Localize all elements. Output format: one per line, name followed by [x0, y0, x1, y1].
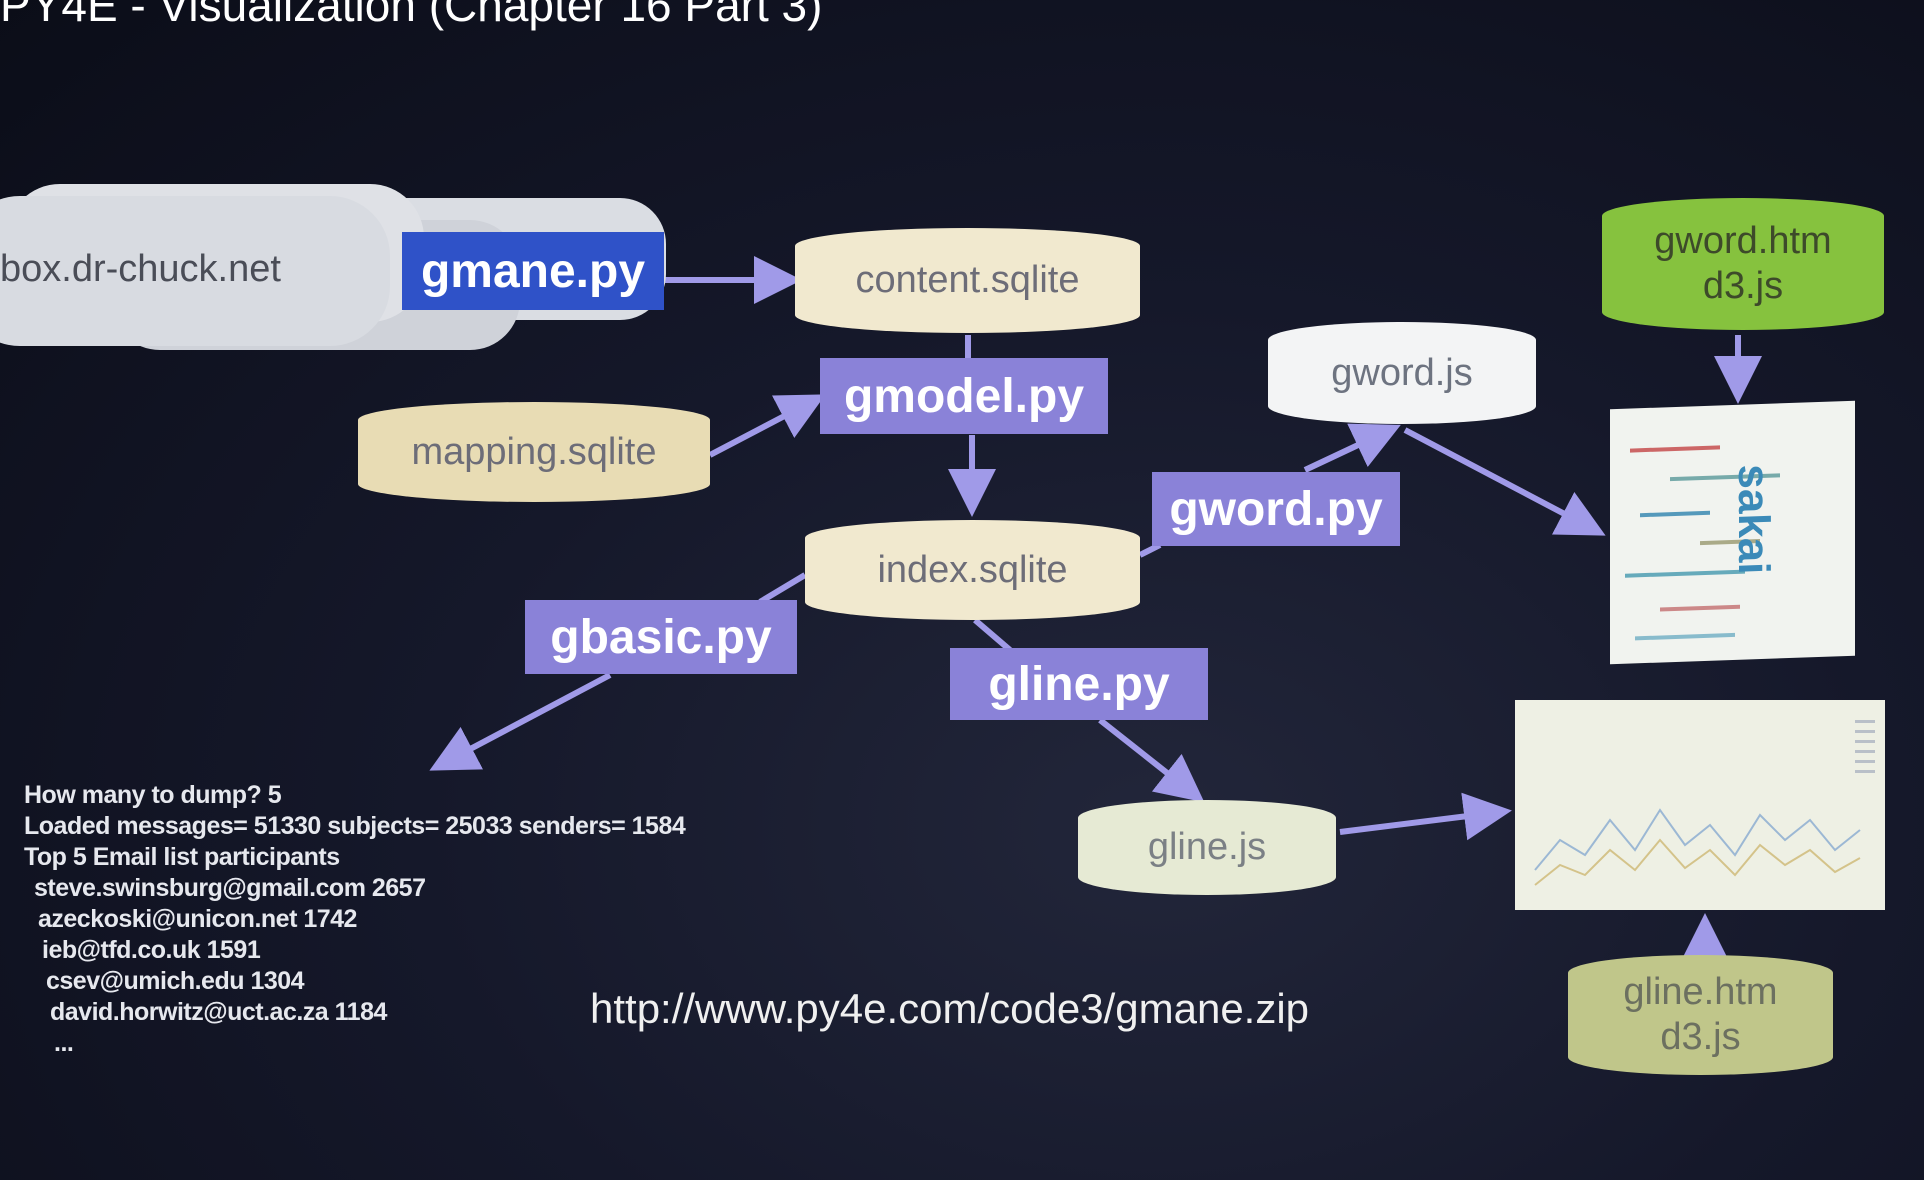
gline-js-file: gline.js — [1078, 800, 1336, 895]
gword-htm-file: gword.htm d3.js — [1602, 198, 1884, 330]
arrow-mapping-to-gmodel — [708, 394, 826, 458]
console-line: steve.swinsburg@gmail.com 2657 — [34, 874, 426, 902]
console-line: ... — [54, 1029, 74, 1057]
index-database: index.sqlite — [805, 520, 1140, 620]
mailbox-cloud: box.dr-chuck.net — [0, 196, 390, 346]
gbasic-script: gbasic.py — [525, 600, 797, 674]
console-line: ieb@tfd.co.uk 1591 — [42, 936, 261, 964]
console-line: csev@umich.edu 1304 — [46, 967, 305, 995]
gmodel-script: gmodel.py — [820, 358, 1108, 434]
gline-htm-file: gline.htm d3.js — [1568, 955, 1833, 1075]
word-cloud-word: sakai — [1729, 463, 1778, 576]
cloud-label: box.dr-chuck.net — [0, 248, 281, 290]
arrow-index-to-gline — [973, 617, 1012, 653]
console-line: david.horwitz@uct.ac.za 1184 — [50, 998, 387, 1026]
arrow-gword-to-gwordjs — [1303, 423, 1401, 473]
mapping-database: mapping.sqlite — [358, 402, 710, 502]
arrow-gwordjs-to-wordcloud — [1403, 427, 1606, 536]
gline-script: gline.py — [950, 648, 1208, 720]
download-link[interactable]: http://www.py4e.com/code3/gmane.zip — [590, 985, 1310, 1032]
content-database: content.sqlite — [795, 228, 1140, 333]
gword-js-file: gword.js — [1268, 322, 1536, 424]
console-line: Loaded messages= 51330 subjects= 25033 s… — [24, 812, 686, 840]
page-title: PY4E - Visualization (Chapter 16 Part 3) — [0, 0, 823, 31]
console-line: azeckoski@unicon.net 1742 — [38, 905, 357, 933]
line-chart-thumbnail — [1534, 720, 1875, 886]
line-chart-preview — [1515, 700, 1885, 910]
gword-script: gword.py — [1152, 472, 1400, 546]
console-line: How many to dump? 5 — [24, 781, 282, 809]
arrow-gbasic-to-console — [429, 672, 612, 771]
console-line: Top 5 Email list participants — [24, 843, 340, 871]
console-output: How many to dump? 5 Loaded messages= 513… — [24, 780, 686, 1059]
arrow-glinejs-to-lineplot — [1339, 792, 1512, 841]
word-cloud-preview: sakai — [1610, 400, 1855, 665]
arrow-gline-to-glinejs — [1098, 717, 1205, 803]
arrow-index-to-gbasic — [758, 572, 807, 605]
arrow-index-to-gword — [1138, 542, 1162, 558]
gmane-script: gmane.py — [402, 232, 664, 310]
